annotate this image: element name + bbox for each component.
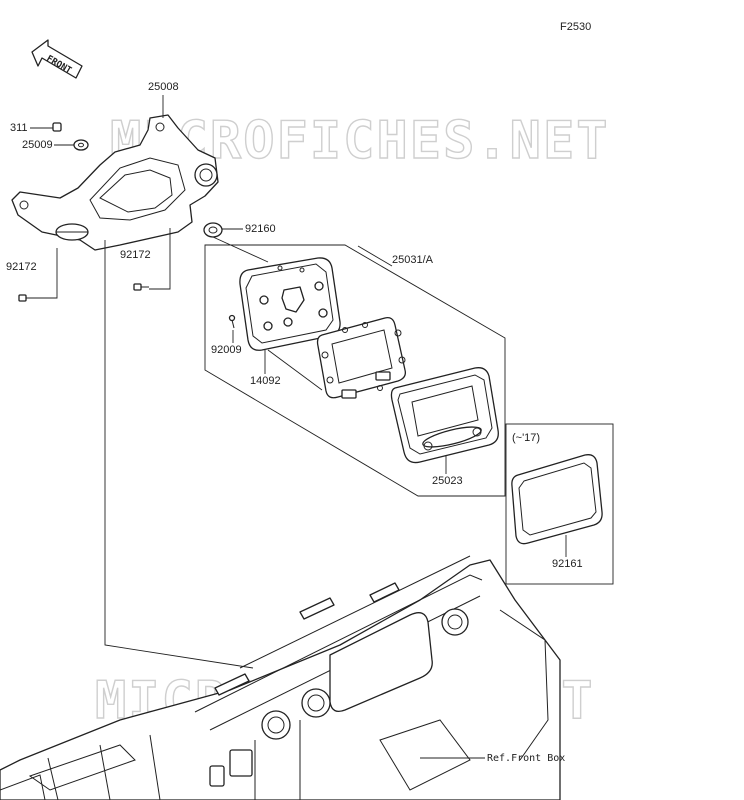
grommet-92160 [203, 222, 223, 238]
meter-cover-25023 [390, 367, 499, 464]
dashboard-front-box [0, 555, 561, 800]
label-92160: 92160 [245, 223, 276, 235]
front-arrow-icon: FRONT [31, 39, 83, 79]
lcd-panel [316, 317, 406, 399]
label-14092: 14092 [250, 375, 281, 387]
label-92161: 92161 [552, 558, 583, 570]
ref-front-box-label: Ref.Front Box [487, 753, 565, 764]
label-25008: 25008 [148, 81, 179, 93]
label-25031A: 25031/A [392, 254, 434, 266]
washer-25009 [73, 139, 89, 151]
screw-92009 [228, 314, 236, 329]
bolt-92172-left [18, 294, 34, 302]
year-box [505, 423, 614, 585]
bolt-92172-mid [133, 283, 149, 291]
label-311: 311 [10, 122, 28, 134]
gasket-92161 [511, 454, 603, 545]
label-92172-left: 92172 [6, 261, 37, 273]
assembly-box-25031A [204, 244, 506, 497]
label-25009: 25009 [22, 139, 53, 151]
diagram-code: F2530 [560, 21, 591, 33]
label-92172-mid: 92172 [120, 249, 151, 261]
label-25023: 25023 [432, 475, 463, 487]
year-note: (~'17) [512, 432, 540, 444]
bracket-25008 [11, 114, 219, 251]
nut-311 [52, 122, 62, 132]
label-92009: 92009 [211, 344, 242, 356]
